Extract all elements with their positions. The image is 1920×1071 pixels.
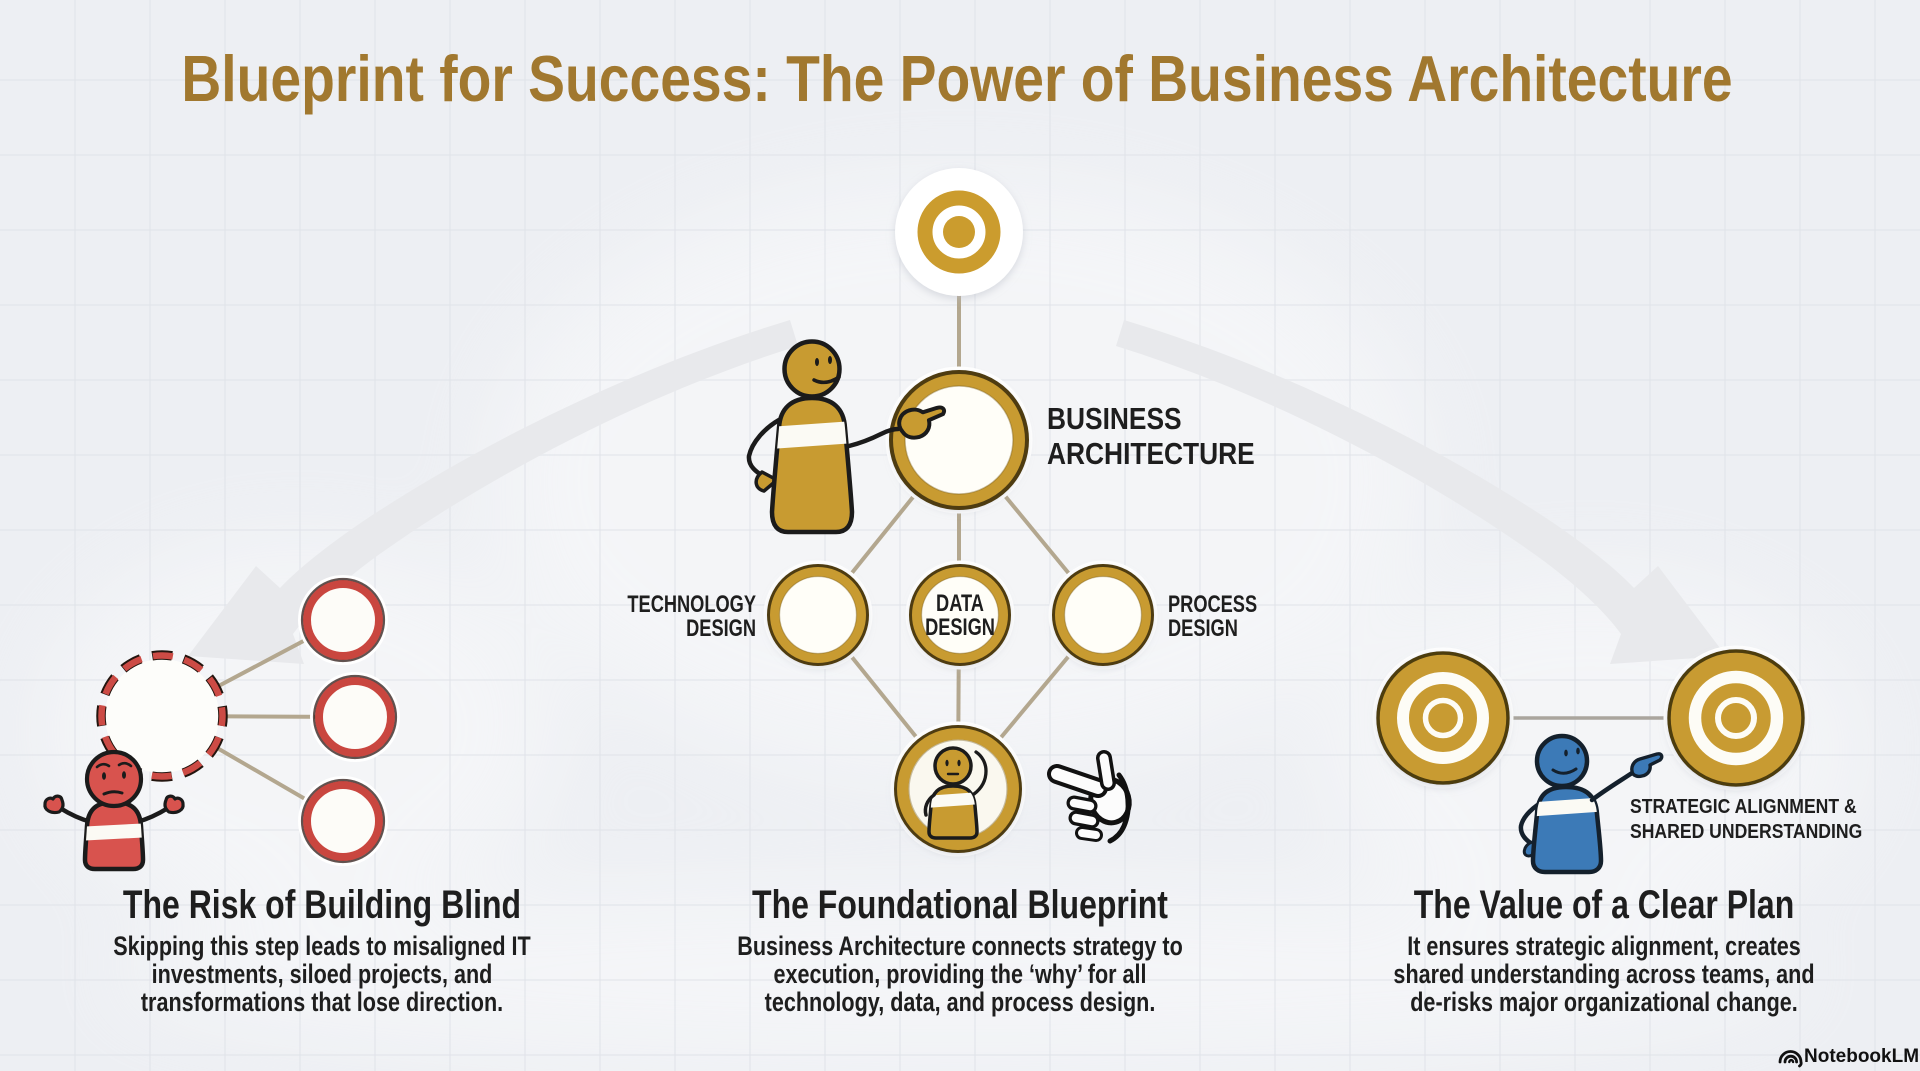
svg-text:TECHNOLOGY: TECHNOLOGY (627, 591, 756, 618)
svg-text:PROCESS: PROCESS (1168, 591, 1257, 618)
svg-text:The Risk of Building Blind: The Risk of Building Blind (123, 882, 521, 927)
svg-text:STRATEGIC ALIGNMENT &: STRATEGIC ALIGNMENT & (1630, 795, 1857, 817)
svg-text:BUSINESS: BUSINESS (1047, 402, 1182, 436)
svg-text:Skipping this step leads to mi: Skipping this step leads to misaligned I… (113, 932, 531, 962)
svg-text:SHARED UNDERSTANDING: SHARED UNDERSTANDING (1630, 820, 1862, 842)
svg-text:investments, siloed projects,: investments, siloed projects, and (152, 960, 493, 990)
svg-text:The Foundational Blueprint: The Foundational Blueprint (752, 882, 1168, 927)
svg-text:DESIGN: DESIGN (686, 615, 756, 642)
svg-text:Business Architecture connects: Business Architecture connects strategy … (737, 932, 1183, 962)
svg-text:technology, data, and process: technology, data, and process design. (765, 988, 1156, 1018)
svg-text:shared understanding across te: shared understanding across teams, and (1393, 960, 1814, 990)
svg-text:DESIGN: DESIGN (925, 614, 995, 641)
svg-text:DESIGN: DESIGN (1168, 615, 1238, 642)
svg-text:It ensures strategic alignment: It ensures strategic alignment, creates (1407, 932, 1801, 962)
svg-text:execution, providing the ‘why’: execution, providing the ‘why’ for all (773, 960, 1146, 990)
svg-text:The Value of a Clear Plan: The Value of a Clear Plan (1414, 882, 1795, 927)
svg-text:Blueprint for Success: The Pow: Blueprint for Success: The Power of Busi… (181, 42, 1732, 115)
svg-text:NotebookLM: NotebookLM (1804, 1046, 1919, 1067)
svg-text:DATA: DATA (936, 590, 984, 617)
svg-text:de-risks major organizational: de-risks major organizational change. (1410, 988, 1798, 1018)
svg-text:transformations that lose dire: transformations that lose direction. (141, 988, 503, 1018)
svg-text:ARCHITECTURE: ARCHITECTURE (1047, 437, 1255, 471)
